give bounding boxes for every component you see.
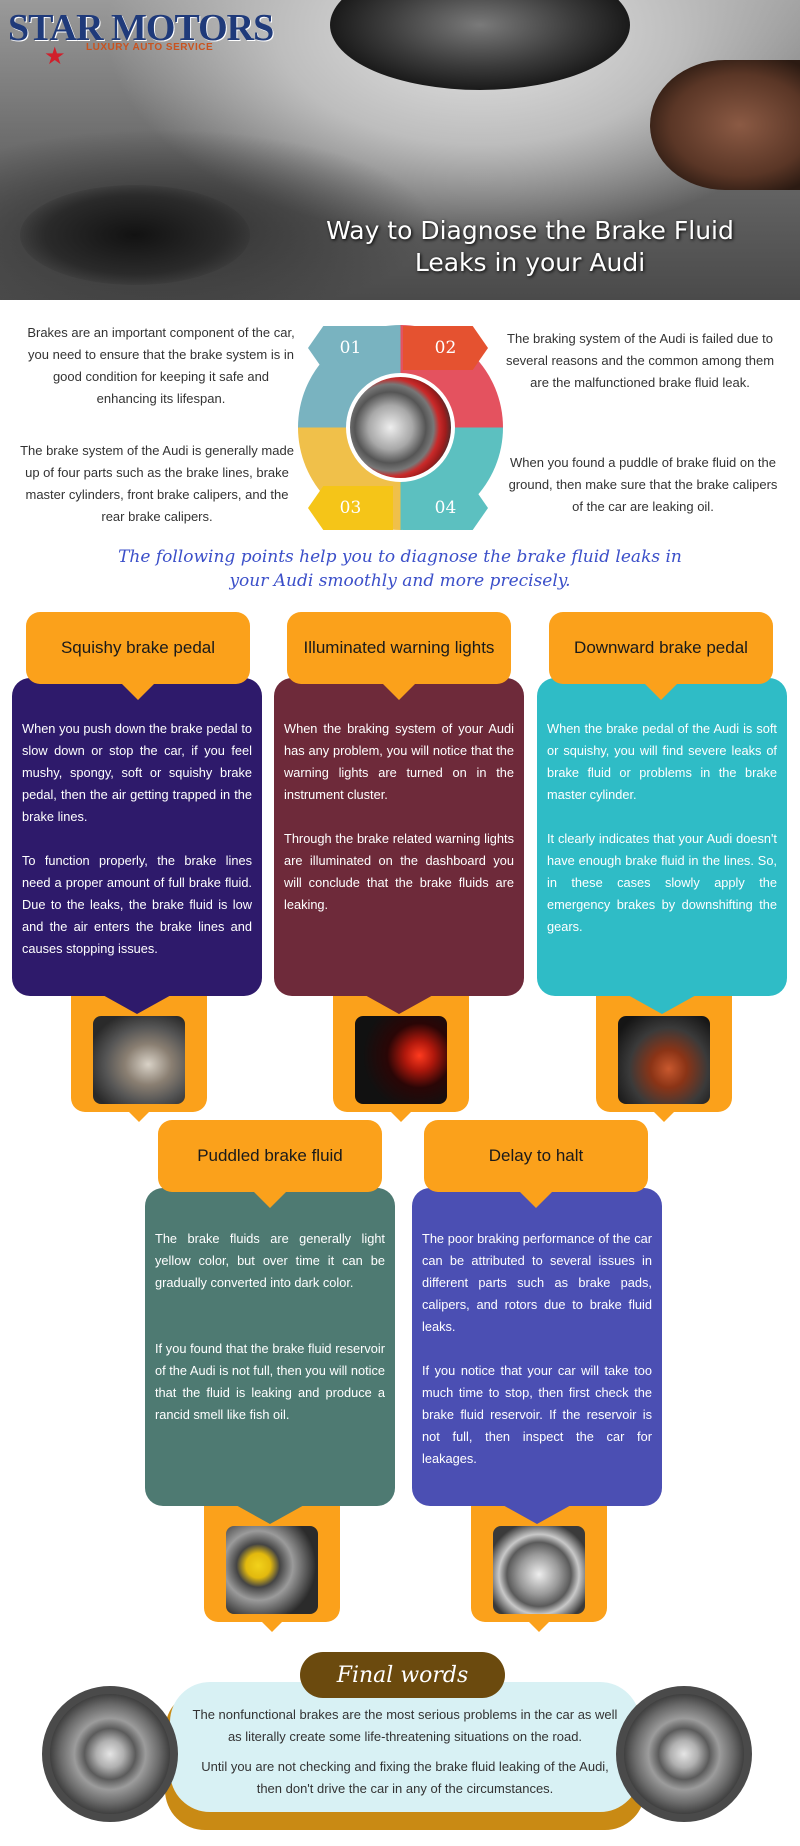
intro-text-01: Brakes are an important component of the… [27, 325, 295, 406]
card-body-delay-to-halt: The poor braking performance of the car … [412, 1188, 662, 1506]
card-paragraph: If you notice that your car will take to… [422, 1363, 652, 1466]
card-paragraph: When the braking system of your Audi has… [284, 721, 514, 802]
card-body-downward-pedal: When the brake pedal of the Audi is soft… [537, 678, 787, 996]
final-words-box: The nonfunctional brakes are the most se… [170, 1682, 640, 1812]
card-body-squishy-pedal: When you push down the brake pedal to sl… [12, 678, 262, 996]
card-body-puddled-fluid: The brake fluids are generally light yel… [145, 1188, 395, 1506]
card-paragraph: The poor braking performance of the car … [422, 1231, 652, 1334]
card-paragraph: It clearly indicates that your Audi does… [547, 831, 777, 934]
card-title-puddled-fluid: Puddled brake fluid [158, 1120, 382, 1192]
car-tire-image [330, 0, 630, 90]
step-label-03: 03 [308, 486, 393, 530]
card-paragraph: Through the brake related warning lights… [284, 831, 514, 912]
logo-wordmark: STAR MOTORS [8, 7, 274, 49]
card-paragraph: When the brake pedal of the Audi is soft… [547, 721, 777, 802]
final-paragraph: The nonfunctional brakes are the most se… [192, 1707, 618, 1744]
brake-rotor-image [493, 1526, 585, 1614]
card-paragraph: To function properly, the brake lines ne… [22, 853, 252, 956]
card-image-frame [333, 994, 469, 1112]
final-words-title: Final words [300, 1652, 505, 1698]
step-label-04: 04 [403, 486, 488, 530]
card-paragraph: If you found that the brake fluid reserv… [155, 1341, 385, 1422]
card-title-downward-pedal: Downward brake pedal [549, 612, 773, 684]
mechanic-image [650, 60, 800, 190]
final-paragraph: Until you are not checking and fixing th… [201, 1759, 609, 1796]
lead-text: The following points help you to diagnos… [118, 547, 682, 591]
brake-disc-left-image [42, 1686, 178, 1822]
card-paragraph: The brake fluids are generally light yel… [155, 1231, 385, 1290]
card-title-squishy-pedal: Squishy brake pedal [26, 612, 250, 684]
dashboard-lights-image [355, 1016, 447, 1104]
foot-on-pedal-image [618, 1016, 710, 1104]
brake-pedal-image [93, 1016, 185, 1104]
intro-text-03: The brake system of the Audi is generall… [20, 443, 294, 524]
intro-text-02: The braking system of the Audi is failed… [505, 331, 775, 390]
star-icon: ★ [44, 43, 66, 70]
card-body-warning-lights: When the braking system of your Audi has… [274, 678, 524, 996]
card-paragraph: When you push down the brake pedal to sl… [22, 721, 252, 824]
step-label-01: 01 [308, 326, 393, 370]
intro-text-04: When you found a puddle of brake fluid o… [508, 455, 778, 514]
page-title: Way to Diagnose the Brake Fluid Leaks in… [326, 216, 734, 277]
star-motors-logo: STAR MOTORS ★ LUXURY AUTO SERVICE [8, 6, 274, 70]
hero-banner: STAR MOTORS ★ LUXURY AUTO SERVICE Way to… [0, 0, 800, 300]
logo-tagline: LUXURY AUTO SERVICE [86, 42, 214, 53]
brake-disc-right-image [616, 1686, 752, 1822]
fluid-reservoir-image [226, 1526, 318, 1614]
card-title-warning-lights: Illuminated warning lights [287, 612, 511, 684]
brake-caliper-image [346, 373, 455, 482]
card-title-delay-to-halt: Delay to halt [424, 1120, 648, 1192]
card-image-frame [471, 1504, 607, 1622]
step-label-02: 02 [403, 326, 488, 370]
fluid-puddle-image [20, 185, 250, 285]
